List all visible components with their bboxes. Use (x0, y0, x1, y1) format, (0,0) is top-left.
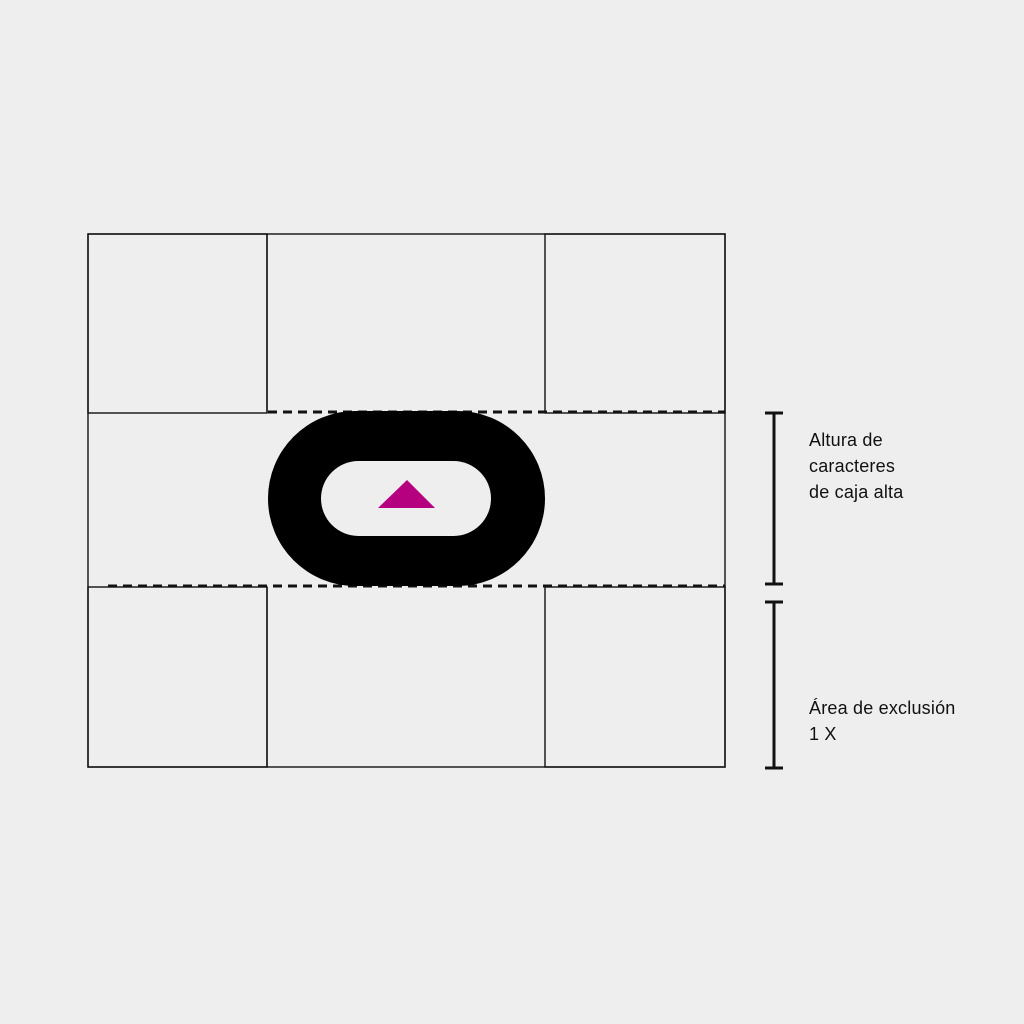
exclusion-area-label: Área de exclusión 1 X (809, 695, 956, 747)
measurement-brackets (765, 411, 783, 770)
cap-height-label-line-1: Altura de (809, 430, 883, 450)
cap-height-label-line-3: de caja alta (809, 482, 904, 502)
stadium-ring-logo-icon (268, 411, 545, 586)
cap-height-label: Altura de caracteres de caja alta (809, 427, 903, 505)
grid-box-top-left (87, 233, 268, 414)
grid-box-top-right (544, 233, 726, 414)
exclusion-area-label-line-1: Área de exclusión (809, 698, 956, 718)
grid-box-bottom-left (87, 586, 268, 768)
triangle-icon (378, 480, 435, 508)
grid-box-bottom-right (544, 586, 726, 768)
cap-height-bracket (765, 411, 783, 586)
cap-height-label-line-2: caracteres (809, 456, 896, 476)
exclusion-area-label-line-2: 1 X (809, 724, 837, 744)
exclusion-bracket (765, 600, 783, 770)
grid-outer-frame (87, 233, 726, 768)
